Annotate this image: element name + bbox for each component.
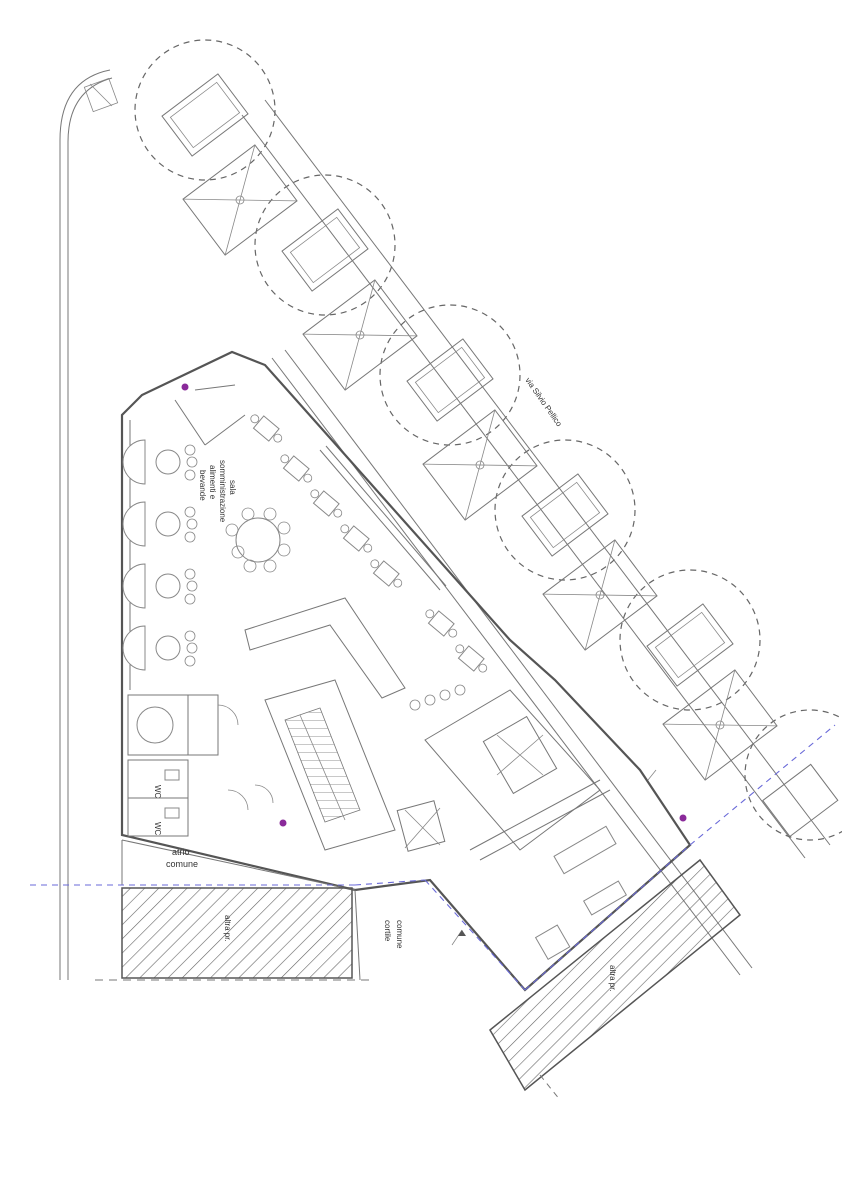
elevator — [396, 800, 446, 852]
hall-desc-2: alimenti e — [208, 465, 217, 500]
wc-label-2: WC — [153, 822, 162, 836]
round-table — [225, 507, 291, 573]
street-tables — [250, 414, 488, 673]
street-band — [241, 99, 831, 976]
toilets — [127, 694, 274, 837]
booth-seating — [122, 439, 198, 671]
atrio-comune — [121, 839, 356, 891]
cortile-label-2: comune — [395, 920, 404, 949]
hall-desc-1: somministrazione — [218, 460, 227, 523]
altra-proprieta-right-label: altra pr. — [608, 965, 617, 992]
cortile-comune — [354, 889, 361, 981]
street-label: via Silvio Pellico — [523, 376, 564, 429]
kitchen — [424, 689, 628, 960]
atrio-label-2: comune — [166, 859, 198, 869]
wc-label-1: WC — [153, 785, 162, 799]
section-arrows — [451, 769, 657, 946]
staircase — [264, 679, 396, 851]
atrio-label-1: atrio — [172, 847, 190, 857]
marker-points — [181, 383, 687, 827]
hall-label: sala — [228, 480, 237, 495]
entrance — [174, 384, 246, 446]
bar-counter — [244, 597, 466, 711]
property-boundary — [30, 724, 836, 991]
altra-proprieta-left-label: altra pr. — [223, 915, 232, 942]
hall-desc-3: bevande — [198, 470, 207, 501]
tree-row — [134, 39, 842, 841]
road-curve — [59, 69, 119, 980]
cortile-label-1: cortile — [383, 920, 392, 942]
neighbour-left — [95, 887, 375, 981]
neighbour-right — [489, 858, 742, 1101]
